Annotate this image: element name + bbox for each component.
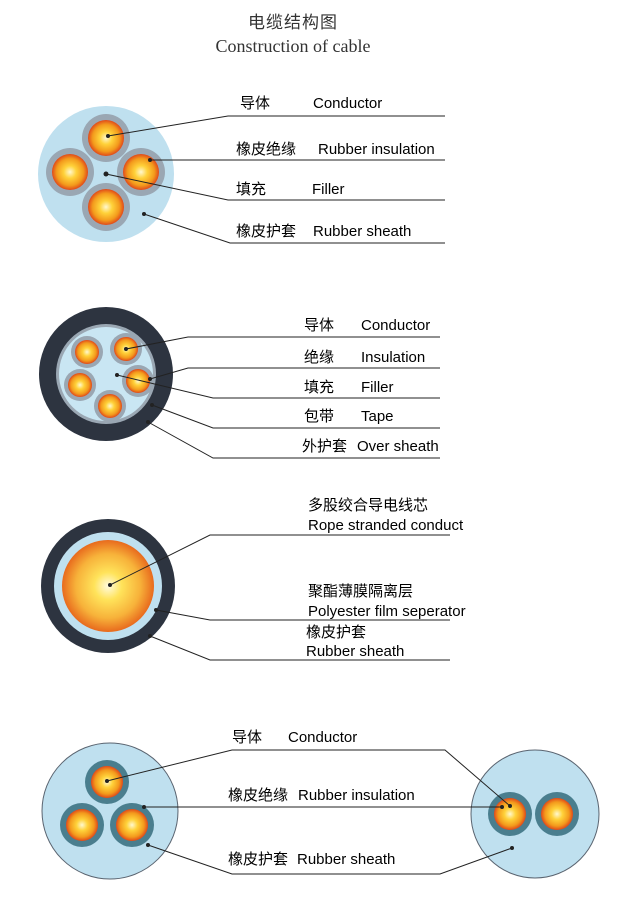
label-insulation-cn: 绝缘 xyxy=(304,348,334,366)
label-over-sheath-cn: 外护套 xyxy=(302,437,347,455)
label-rubber-sheath-en: Rubber sheath xyxy=(306,643,404,660)
leader-conductor xyxy=(107,115,445,137)
label-polyester-film-cn: 聚酯薄膜隔离层 xyxy=(308,582,413,600)
core-3 xyxy=(64,369,96,401)
label-rubber-insulation-en: Rubber insulation xyxy=(298,787,415,804)
leader-rubber-sheath xyxy=(143,213,445,244)
core-top xyxy=(82,114,130,162)
label-rubber-insulation-en: Rubber insulation xyxy=(318,141,435,158)
core-5 xyxy=(94,390,126,422)
label-polyester-film-en: Polyester film seperator xyxy=(308,603,466,620)
cable-diagram-2: 导体 Conductor 绝缘 Insulation 填充 Filler 包带 … xyxy=(39,307,440,459)
leader-tape xyxy=(151,404,440,429)
leader-rubber-sheath xyxy=(149,635,450,661)
label-conductor-en: Conductor xyxy=(288,729,357,746)
label-tape-en: Tape xyxy=(361,408,394,425)
leader-conductor xyxy=(125,336,440,350)
leader-rope-stranded-conductor xyxy=(109,534,450,586)
leader-polyester-film xyxy=(155,609,450,621)
core-right xyxy=(110,803,154,847)
label-conductor-cn: 导体 xyxy=(240,94,270,112)
leader-insulation xyxy=(149,367,440,380)
label-filler-cn: 填充 xyxy=(236,180,266,198)
core-4 xyxy=(122,365,154,397)
rope-stranded-conductor xyxy=(62,540,154,632)
title-chinese: 电缆结构图 xyxy=(248,13,338,33)
label-rubber-sheath-cn: 橡皮护套 xyxy=(228,850,288,868)
core-bottom xyxy=(82,183,130,231)
label-over-sheath-en: Over sheath xyxy=(357,438,439,455)
label-rubber-sheath-cn: 橡皮护套 xyxy=(236,222,296,240)
label-filler-en: Filler xyxy=(361,379,394,396)
leader-over-sheath xyxy=(147,421,440,459)
label-conductor-en: Conductor xyxy=(361,317,430,334)
title-english: Construction of cable xyxy=(215,36,371,56)
cable-diagram-1: 导体 Conductor 橡皮绝缘 Rubber insulation 填充 F… xyxy=(38,94,445,244)
core-right-2 xyxy=(535,792,579,836)
label-filler-en: Filler xyxy=(312,181,345,198)
label-rubber-insulation-cn: 橡皮绝缘 xyxy=(228,786,288,804)
label-conductor-cn: 导体 xyxy=(232,728,262,746)
label-rope-stranded-en: Rope stranded conduct xyxy=(308,517,464,534)
label-rubber-insulation-cn: 橡皮绝缘 xyxy=(236,140,296,158)
leader-rubber-sheath xyxy=(147,844,513,875)
core-right-1 xyxy=(488,792,532,836)
label-conductor-en: Conductor xyxy=(313,95,382,112)
label-rubber-sheath-en: Rubber sheath xyxy=(313,223,411,240)
leader-conductor xyxy=(106,749,511,807)
leader-filler xyxy=(116,374,440,399)
core-1 xyxy=(71,336,103,368)
label-conductor-cn: 导体 xyxy=(304,316,334,334)
label-rope-stranded-cn: 多股绞合导电线芯 xyxy=(308,496,428,514)
core-left xyxy=(60,803,104,847)
cable-diagram-3: 多股绞合导电线芯 Rope stranded conduct 聚酯薄膜隔离层 P… xyxy=(41,496,466,661)
label-tape-cn: 包带 xyxy=(304,407,334,425)
label-rubber-sheath-cn: 橡皮护套 xyxy=(306,623,366,641)
label-filler-cn: 填充 xyxy=(304,378,334,396)
core-left xyxy=(46,148,94,196)
leader-filler xyxy=(105,173,445,201)
core-right xyxy=(117,148,165,196)
cable-diagram-4: 导体 Conductor 橡皮绝缘 Rubber insulation 橡皮护套… xyxy=(41,728,600,880)
label-insulation-en: Insulation xyxy=(361,349,425,366)
label-rubber-sheath-en: Rubber sheath xyxy=(297,851,395,868)
